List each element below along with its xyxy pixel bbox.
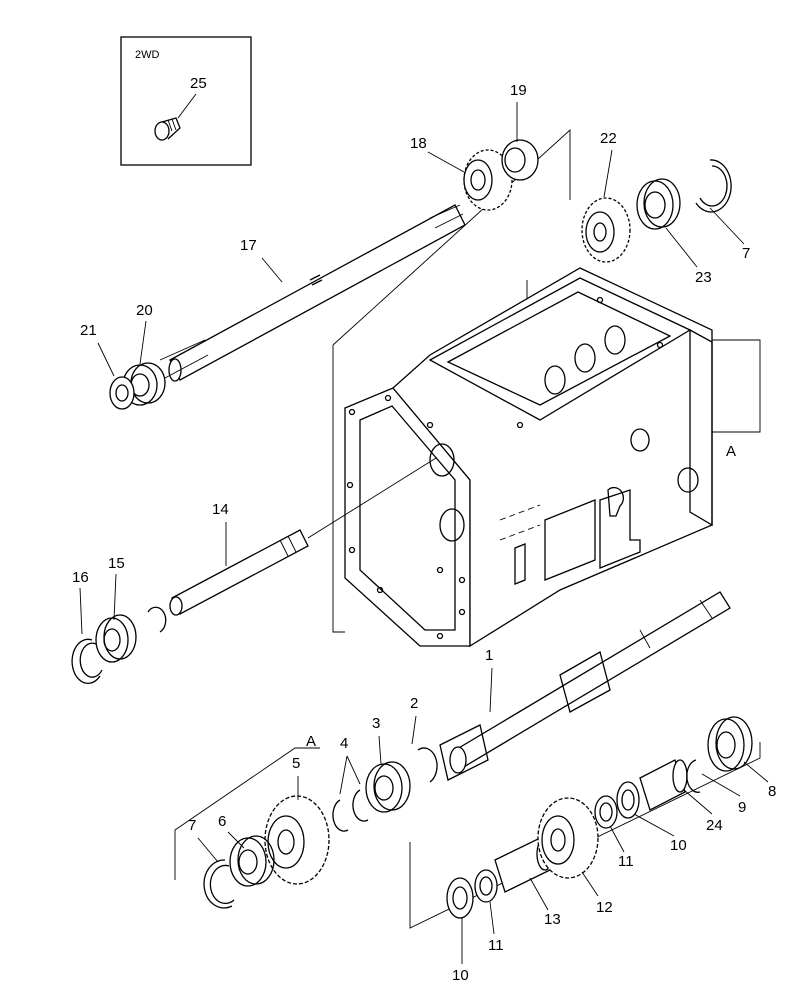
circlip-7-lower — [203, 859, 235, 909]
callout-11-lower: 11 — [488, 937, 504, 954]
callout-13: 13 — [544, 911, 561, 928]
gear-22 — [581, 197, 631, 263]
callout-25: 25 — [190, 75, 207, 92]
section-marker-a-right: A — [726, 443, 736, 460]
circlip-9 — [686, 759, 701, 793]
shaft-1 — [439, 591, 731, 781]
snap-ring-small — [147, 606, 167, 633]
callout-11-upper: 11 — [618, 853, 634, 870]
snap-rings-4 — [332, 789, 369, 832]
circlip-2 — [417, 747, 438, 783]
inset-2wd: 2WD 25 — [120, 36, 252, 166]
needle-bearing-11-lower — [474, 869, 498, 903]
callout-1: 1 — [485, 647, 493, 664]
bearing-6 — [229, 835, 275, 887]
callout-21: 21 — [80, 322, 97, 339]
plug-25 — [154, 117, 181, 141]
callout-14: 14 — [212, 501, 229, 518]
callout-10-upper: 10 — [670, 837, 687, 854]
gear-5 — [264, 795, 330, 885]
callout-8: 8 — [768, 783, 776, 800]
bearing-19 — [501, 139, 539, 181]
ring-21 — [109, 376, 135, 410]
shaft-17 — [159, 204, 466, 382]
callout-7-upper: 7 — [742, 245, 750, 262]
gear-18 — [463, 149, 513, 211]
bearing-23 — [636, 178, 681, 230]
circlip-16 — [71, 638, 103, 684]
bearing-8 — [707, 716, 753, 772]
callout-18: 18 — [410, 135, 427, 152]
callout-4: 4 — [340, 735, 348, 752]
upper-plane-bracket — [332, 128, 571, 633]
callout-5: 5 — [292, 755, 300, 772]
bearing-3 — [365, 761, 411, 813]
callout-22: 22 — [600, 130, 617, 147]
callout-16: 16 — [72, 569, 89, 586]
callout-7-lower: 7 — [188, 817, 196, 834]
callout-23: 23 — [695, 269, 712, 286]
callout-3: 3 — [372, 715, 380, 732]
callout-12: 12 — [596, 899, 613, 916]
callout-10-lower: 10 — [452, 967, 469, 984]
callout-9: 9 — [738, 799, 746, 816]
section-marker-a-lower: A — [306, 733, 316, 750]
sleeve-24 — [639, 759, 688, 811]
transmission-housing — [344, 267, 713, 648]
bearing-15 — [95, 614, 137, 663]
callout-2: 2 — [410, 695, 418, 712]
inset-label: 2WD — [135, 49, 160, 61]
callout-6: 6 — [218, 813, 226, 830]
washer-10-upper — [616, 781, 640, 819]
gear-12 — [537, 797, 599, 879]
callout-19: 19 — [510, 82, 527, 99]
callout-15: 15 — [108, 555, 125, 572]
shaft-14 — [169, 529, 309, 616]
needle-bearing-11-upper — [594, 795, 618, 829]
callout-17: 17 — [240, 237, 257, 254]
callout-20: 20 — [136, 302, 153, 319]
callout-24: 24 — [706, 817, 723, 834]
washer-10-lower — [446, 877, 474, 919]
circlip-7-upper — [695, 159, 732, 213]
